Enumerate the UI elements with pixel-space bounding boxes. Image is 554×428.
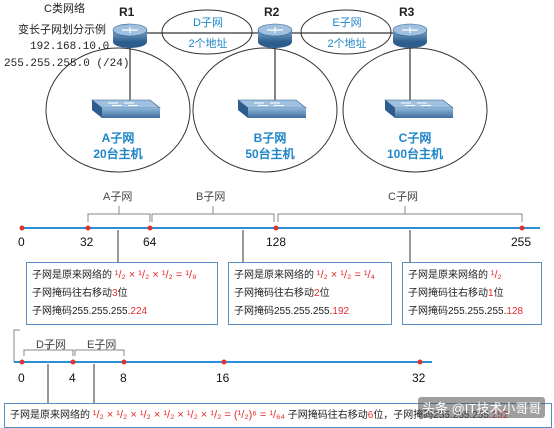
header-network-class: C类网络 [44, 3, 85, 15]
header-title: 变长子网划分示例 [18, 24, 106, 36]
link-e-name: E子网 [332, 17, 362, 29]
link-e-ellipse [300, 9, 392, 55]
link-d-ellipse [161, 9, 253, 55]
lan-b-name: B子网 [253, 131, 287, 145]
brace-d-label: D子网 [36, 339, 66, 351]
brace-d [23, 344, 74, 356]
header-mask: 255.255.255.0 (/24) [4, 58, 130, 70]
axis2-label-4: 4 [69, 371, 76, 385]
axis1-tick-64 [147, 225, 153, 231]
brace-e-label: E子网 [87, 339, 117, 351]
axis1-label-128: 128 [266, 235, 287, 249]
axis2-tick-16 [221, 359, 227, 365]
info-box-a-line1: 子网是原来网络的 ¹/₂ × ¹/₂ × ¹/₂ = ¹/₈ [32, 269, 197, 281]
axis2-tick-8 [121, 359, 127, 365]
lan-b-desc: 50台主机 [245, 147, 295, 161]
info-box-c-line3: 子网掩码255.255.255.128 [408, 306, 524, 317]
axis2-label-16: 16 [216, 371, 230, 385]
link-d-desc: 2个地址 [188, 38, 228, 50]
axis2-label-0: 0 [18, 371, 25, 385]
router-r3-label: R3 [399, 5, 415, 19]
lan-c-name: C子网 [398, 131, 432, 145]
info-box-a-line3: 子网掩码255.255.255.224 [32, 306, 148, 317]
info-box-b: 子网是原来网络的 ¹/₂ × ¹/₂ = ¹/₄ 子网掩码往右移动2位 子网掩码… [228, 262, 392, 325]
axis1-label-0: 0 [18, 235, 25, 249]
info-box-b-line3: 子网掩码255.255.255.192 [234, 306, 350, 317]
brace-c [277, 206, 523, 222]
axis2-label-8: 8 [120, 371, 127, 385]
brace-e [74, 344, 125, 356]
info-box-c-line2: 子网掩码往右移动1位 [408, 288, 504, 299]
info-box-a-line2: 子网掩码往右移动3位 [32, 288, 128, 299]
axis2-tick-4 [70, 359, 76, 365]
axis1-label-64: 64 [143, 235, 157, 249]
router-r3-icon [392, 23, 428, 48]
axis1-tick-0 [19, 225, 25, 231]
header-ip: 192.168.10.0 [30, 41, 110, 53]
axis2-label-32: 32 [412, 371, 426, 385]
lan-a-desc: 20台主机 [93, 147, 143, 161]
switch-c-icon [384, 99, 454, 118]
info-box-b-line2: 子网掩码往右移动2位 [234, 288, 330, 299]
info-box-b-line1: 子网是原来网络的 ¹/₂ × ¹/₂ = ¹/₄ [234, 269, 376, 281]
lan-b-ellipse [192, 47, 338, 173]
link-d-name: D子网 [193, 17, 223, 29]
axis1-tick-128 [273, 225, 279, 231]
router-r2-icon [257, 23, 293, 48]
axis1-label-255: 255 [511, 235, 532, 249]
brace-b [151, 206, 275, 222]
axis1-tick-32 [85, 225, 91, 231]
router-r2-label: R2 [264, 5, 280, 19]
lan-c-desc: 100台主机 [386, 147, 444, 161]
brace-c-label: C子网 [388, 191, 418, 203]
brace-a [87, 206, 151, 222]
router-r1-label: R1 [119, 5, 135, 19]
router-r1-icon [112, 23, 148, 48]
brace-a-label: A子网 [103, 191, 133, 203]
axis1-tick-255 [519, 225, 525, 231]
info-box-c: 子网是原来网络的 ¹/₂ 子网掩码往右移动1位 子网掩码255.255.255.… [402, 262, 542, 325]
info-box-c-line1: 子网是原来网络的 ¹/₂ [408, 269, 502, 281]
switch-a-icon [91, 99, 161, 118]
info-box-d: 子网是原来网络的 ¹/₂ × ¹/₂ × ¹/₂ × ¹/₂ × ¹/₂ × ¹… [4, 403, 552, 428]
watermark: 头条 @IT技术小哥哥 [418, 397, 546, 418]
lan-a-name: A子网 [101, 131, 135, 145]
info-box-a: 子网是原来网络的 ¹/₂ × ¹/₂ × ¹/₂ = ¹/₈ 子网掩码往右移动3… [26, 262, 218, 325]
axis2-bracket [13, 329, 20, 362]
axis2-tick-0 [19, 359, 25, 365]
switch-b-icon [237, 99, 307, 118]
axis2-tick-32 [417, 359, 423, 365]
axis1-label-32: 32 [80, 235, 94, 249]
lan-a-ellipse [45, 47, 191, 173]
brace-b-label: B子网 [196, 191, 226, 203]
link-e-desc: 2个地址 [327, 38, 367, 50]
lan-c-ellipse [342, 47, 488, 173]
